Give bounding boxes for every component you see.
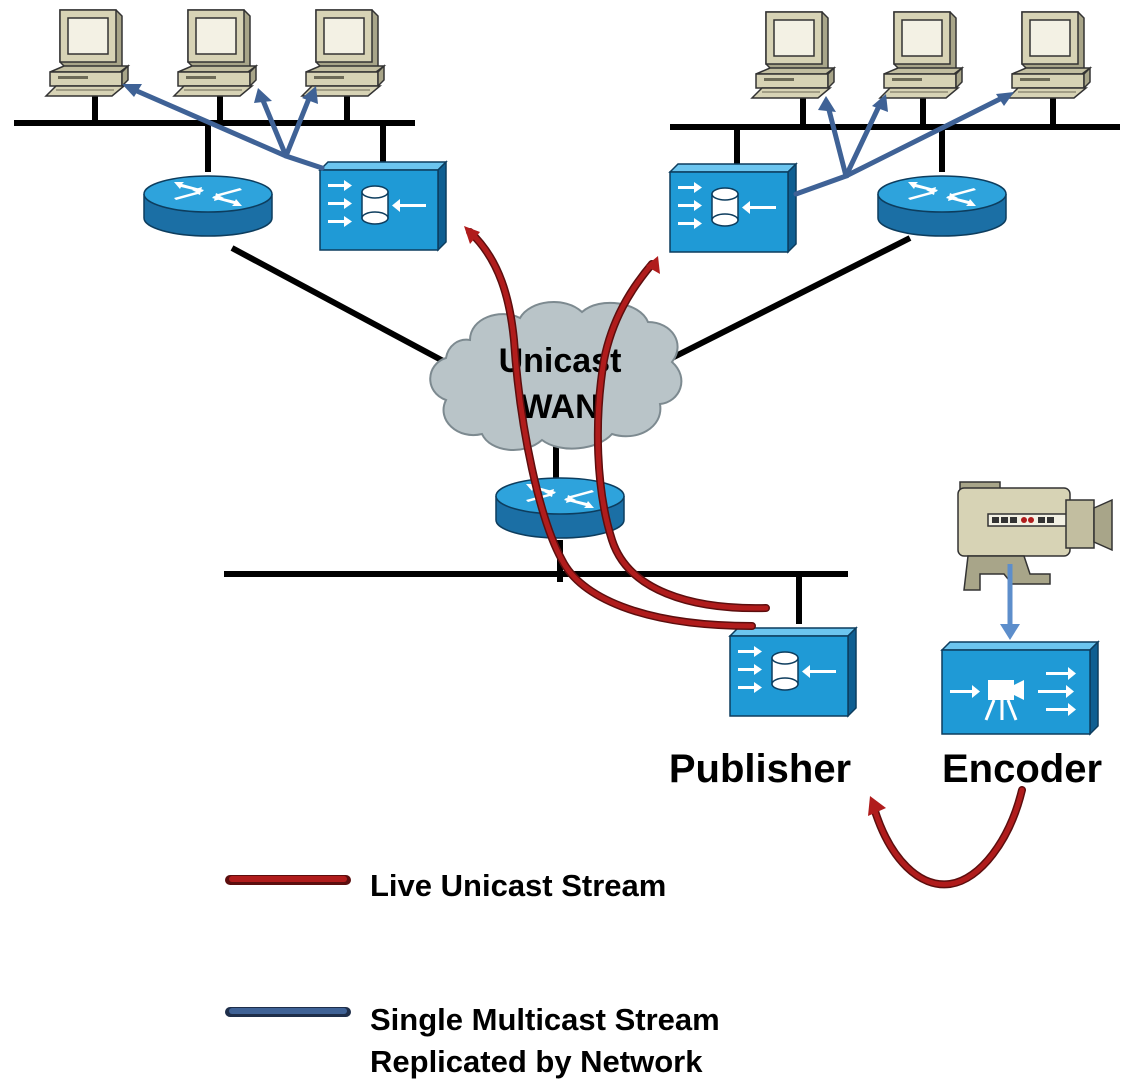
router-right — [877, 175, 1007, 237]
unicast-arrowheads — [464, 226, 886, 816]
encoder-device — [940, 640, 1100, 736]
computer-icon — [879, 11, 963, 99]
cloud-label-line2: WAN — [520, 388, 599, 426]
wan-cloud: Unicast WAN — [429, 300, 683, 452]
multicast-arrowheads — [122, 84, 1014, 112]
streaming-server-right — [669, 163, 797, 253]
legend: Live Unicast Stream Single Multicast Str… — [225, 868, 720, 1079]
computer-icon — [173, 9, 257, 97]
router-left — [143, 175, 273, 237]
computer-icon — [301, 9, 385, 97]
video-camera-icon — [957, 481, 1113, 591]
publisher-server — [729, 627, 857, 717]
camera-to-encoder-link — [1000, 564, 1020, 640]
legend-unicast-label: Live Unicast Stream — [370, 868, 666, 903]
legend-multicast-label-line2: Replicated by Network — [370, 1044, 703, 1079]
publisher-label: Publisher — [669, 747, 851, 791]
computer-icon — [1007, 11, 1091, 99]
wan-link-left — [230, 245, 462, 373]
encoder-label: Encoder — [942, 747, 1102, 791]
unicast-stream-paths — [466, 228, 1026, 889]
computer-icon — [45, 9, 129, 97]
legend-multicast-label-line1: Single Multicast Stream — [370, 1002, 720, 1037]
wan-link-right — [658, 235, 912, 367]
computer-icon — [751, 11, 835, 99]
multicast-stream-arrows — [127, 85, 1009, 197]
streaming-server-left — [319, 161, 447, 251]
